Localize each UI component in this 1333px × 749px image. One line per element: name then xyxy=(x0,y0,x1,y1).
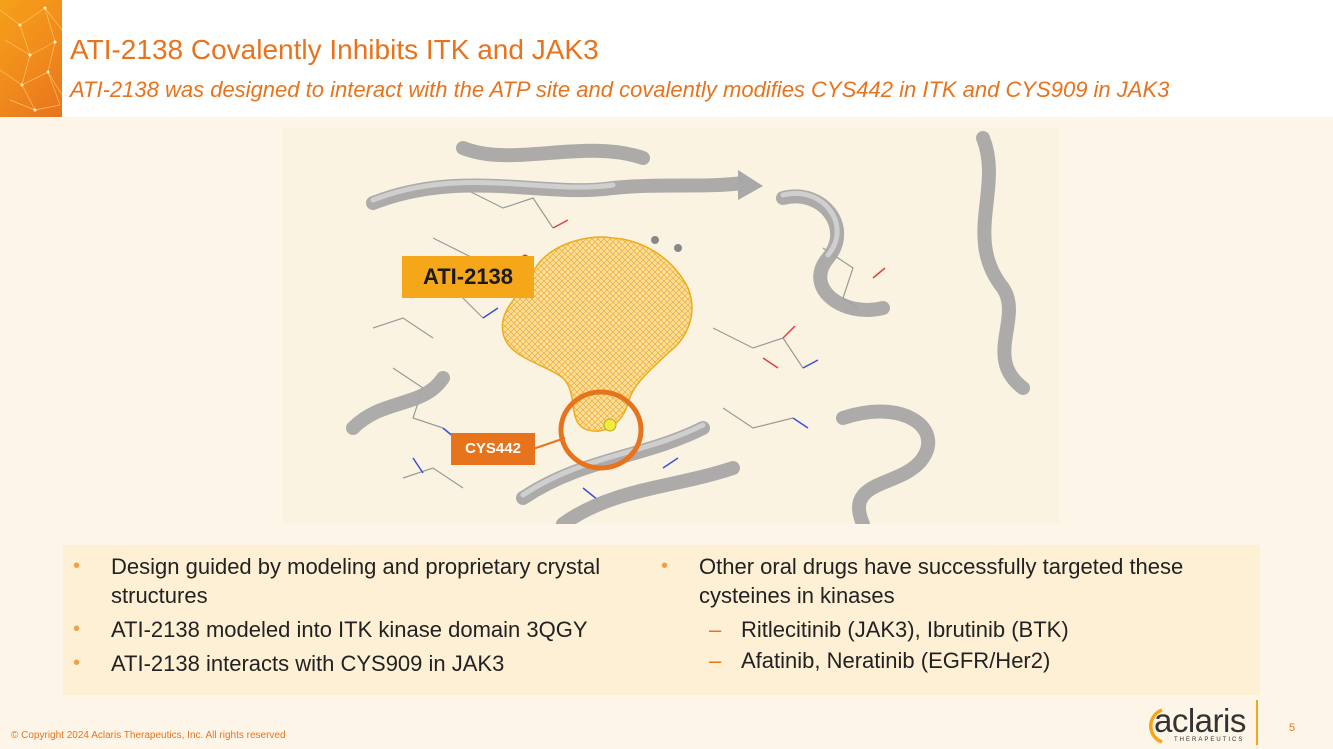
drug-label: ATI-2138 xyxy=(402,256,534,298)
logo-wordmark: aclaris xyxy=(1154,702,1246,739)
bullet-text: ATI-2138 modeled into ITK kinase domain … xyxy=(111,617,588,642)
copyright-footer: © Copyright 2024 Aclaris Therapeutics, I… xyxy=(11,730,286,741)
bullet-dot-icon: • xyxy=(73,618,81,640)
bullet-dot-icon: • xyxy=(73,652,81,674)
slide-title: ATI-2138 Covalently Inhibits ITK and JAK… xyxy=(70,34,599,65)
page-number: 5 xyxy=(1289,722,1296,734)
sub-bullet-item: –Afatinib, Neratinib (EGFR/Her2) xyxy=(661,646,1251,675)
logo-arc-icon xyxy=(1149,708,1163,744)
slide-header: ATI-2138 Covalently Inhibits ITK and JAK… xyxy=(0,0,1333,117)
bullet-text: Design guided by modeling and proprietar… xyxy=(111,554,601,608)
protein-structure-figure: ATI-2138 CYS442 xyxy=(283,128,1059,524)
molecular-model-illustration xyxy=(346,131,1030,524)
residue-label: CYS442 xyxy=(451,433,535,465)
bullet-column-left: • Design guided by modeling and proprieta… xyxy=(73,552,633,683)
dash-icon: – xyxy=(709,648,722,673)
sub-bullet-item: –Ritlecitinib (JAK3), Ibrutinib (BTK) xyxy=(661,615,1251,644)
logo-tagline: THERAPEUTICS xyxy=(1174,737,1245,743)
bullet-text: ATI-2138 interacts with CYS909 in JAK3 xyxy=(111,651,505,676)
bullet-dot-icon: • xyxy=(661,555,669,577)
footer-divider xyxy=(1256,700,1258,745)
bullet-item: • ATI-2138 interacts with CYS909 in JAK3 xyxy=(73,649,633,678)
bullet-panel: • Design guided by modeling and proprieta… xyxy=(63,545,1260,695)
bullet-text: Other oral drugs have successfully targe… xyxy=(699,554,1184,608)
sub-bullet-text: Ritlecitinib (JAK3), Ibrutinib (BTK) xyxy=(741,617,1069,642)
dash-icon: – xyxy=(709,617,722,642)
bullet-item: • ATI-2138 modeled into ITK kinase domain… xyxy=(73,615,633,644)
company-logo: aclaris THERAPEUTICS xyxy=(1140,702,1250,746)
decorative-network-graphic xyxy=(0,0,62,117)
bullet-dot-icon: • xyxy=(73,555,81,577)
bullet-column-right: • Other oral drugs have successfully targ… xyxy=(661,552,1251,677)
bullet-item: • Design guided by modeling and proprieta… xyxy=(73,552,633,610)
bullet-item: • Other oral drugs have successfully targ… xyxy=(661,552,1251,610)
slide-subtitle: ATI-2138 was designed to interact with t… xyxy=(70,77,1170,102)
sub-bullet-text: Afatinib, Neratinib (EGFR/Her2) xyxy=(741,648,1051,673)
